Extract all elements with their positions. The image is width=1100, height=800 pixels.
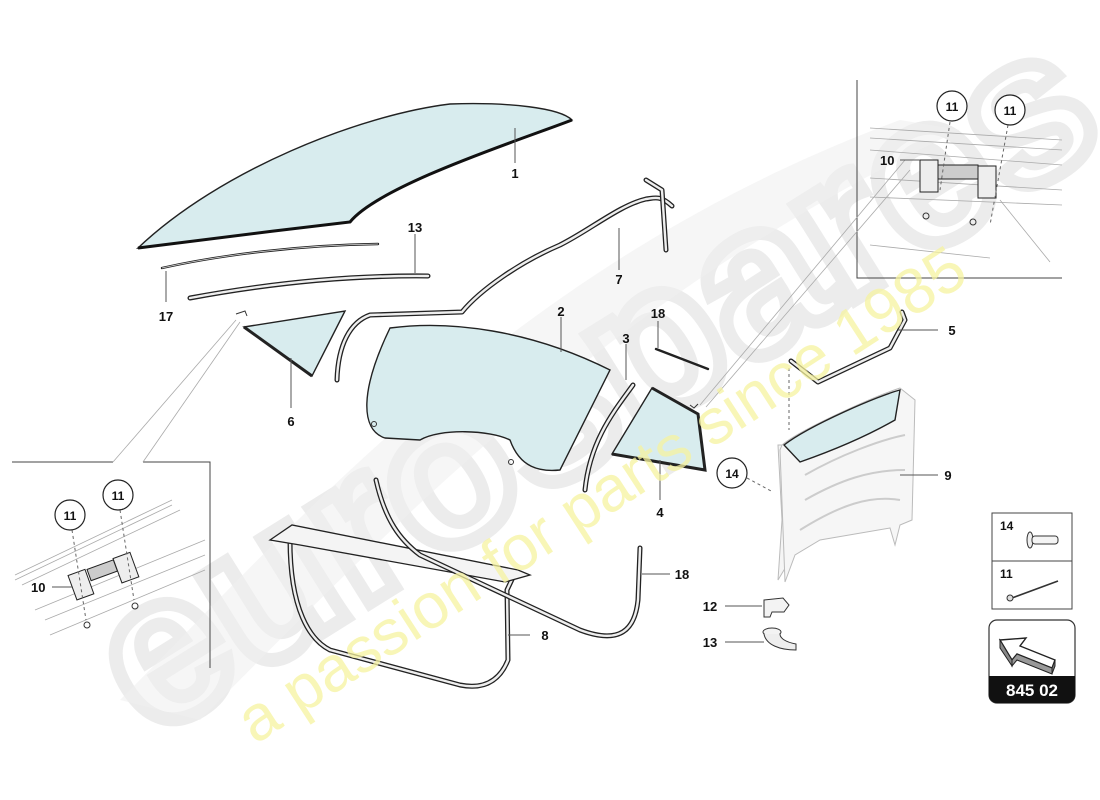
watermark-swoosh — [120, 120, 960, 720]
part-label-1: 1 — [511, 166, 518, 181]
inset-rails — [869, 127, 1063, 263]
part-label-13: 13 — [703, 635, 717, 650]
part-strip-17 — [654, 347, 710, 371]
legend-item-11: 11 — [1000, 567, 1013, 581]
part-roof-frame-seal — [334, 177, 675, 383]
direction-arrow-icon — [998, 637, 1056, 675]
inset-frame — [856, 80, 1062, 279]
part-label-9: 9 — [944, 468, 951, 483]
pointer-line — [705, 169, 911, 408]
hinge-bracket — [919, 159, 997, 226]
part-label-8: 8 — [541, 628, 548, 643]
callout-10: 10 — [880, 153, 894, 168]
callout-circle — [994, 94, 1026, 126]
inset-top-right: 11 11 10 — [699, 80, 1063, 408]
part-rear-quarter-glass — [610, 386, 707, 472]
callout-circle — [716, 457, 748, 489]
legend-item-14: 14 — [1000, 519, 1014, 533]
part-label-3: 3 — [622, 331, 629, 346]
part-front-quarter-glass — [235, 310, 347, 378]
callout-circle — [936, 90, 968, 122]
part-trim-strip — [160, 242, 380, 270]
callout-11: 11 — [64, 509, 77, 523]
part-grommet — [762, 627, 797, 651]
callout-circle — [54, 499, 86, 531]
bolt-icon — [1026, 531, 1059, 549]
callout-10: 10 — [31, 580, 45, 595]
part-label-16: 17 — [159, 309, 173, 324]
diagram-code: 845 02 — [1006, 681, 1058, 700]
part-windscreen — [135, 102, 574, 250]
fastener-legend: 14 11 — [991, 512, 1073, 610]
part-label-4: 4 — [656, 505, 664, 520]
part-door-seal — [268, 524, 532, 689]
part-label-5: 5 — [948, 323, 955, 338]
part-label-6: 6 — [287, 414, 294, 429]
pointer-line — [699, 159, 906, 406]
inset-bottom-left: 11 11 10 — [12, 319, 241, 668]
callout-11: 11 — [112, 489, 125, 503]
part-side-panel — [777, 387, 916, 583]
part-label-18: 18 — [675, 567, 689, 582]
part-clip — [763, 597, 790, 618]
page-badge[interactable]: 845 02 — [988, 619, 1076, 704]
part-label-2: 2 — [557, 304, 564, 319]
rivet-icon — [1006, 580, 1059, 602]
callout-circle — [102, 479, 134, 511]
part-label-7: 7 — [615, 272, 622, 287]
part-window-guide-rail — [582, 382, 636, 493]
part-label-15: 13 — [408, 220, 422, 235]
part-body-seal — [373, 477, 643, 639]
part-label-17: 18 — [651, 306, 665, 321]
callout-14: 14 — [725, 467, 739, 481]
part-windscreen-seal — [187, 273, 431, 301]
callout-11: 11 — [1004, 104, 1017, 118]
part-seal-upper — [788, 309, 908, 385]
part-door-window-glass — [366, 324, 611, 472]
callout-11: 11 — [946, 100, 959, 114]
part-label-12: 12 — [703, 599, 717, 614]
